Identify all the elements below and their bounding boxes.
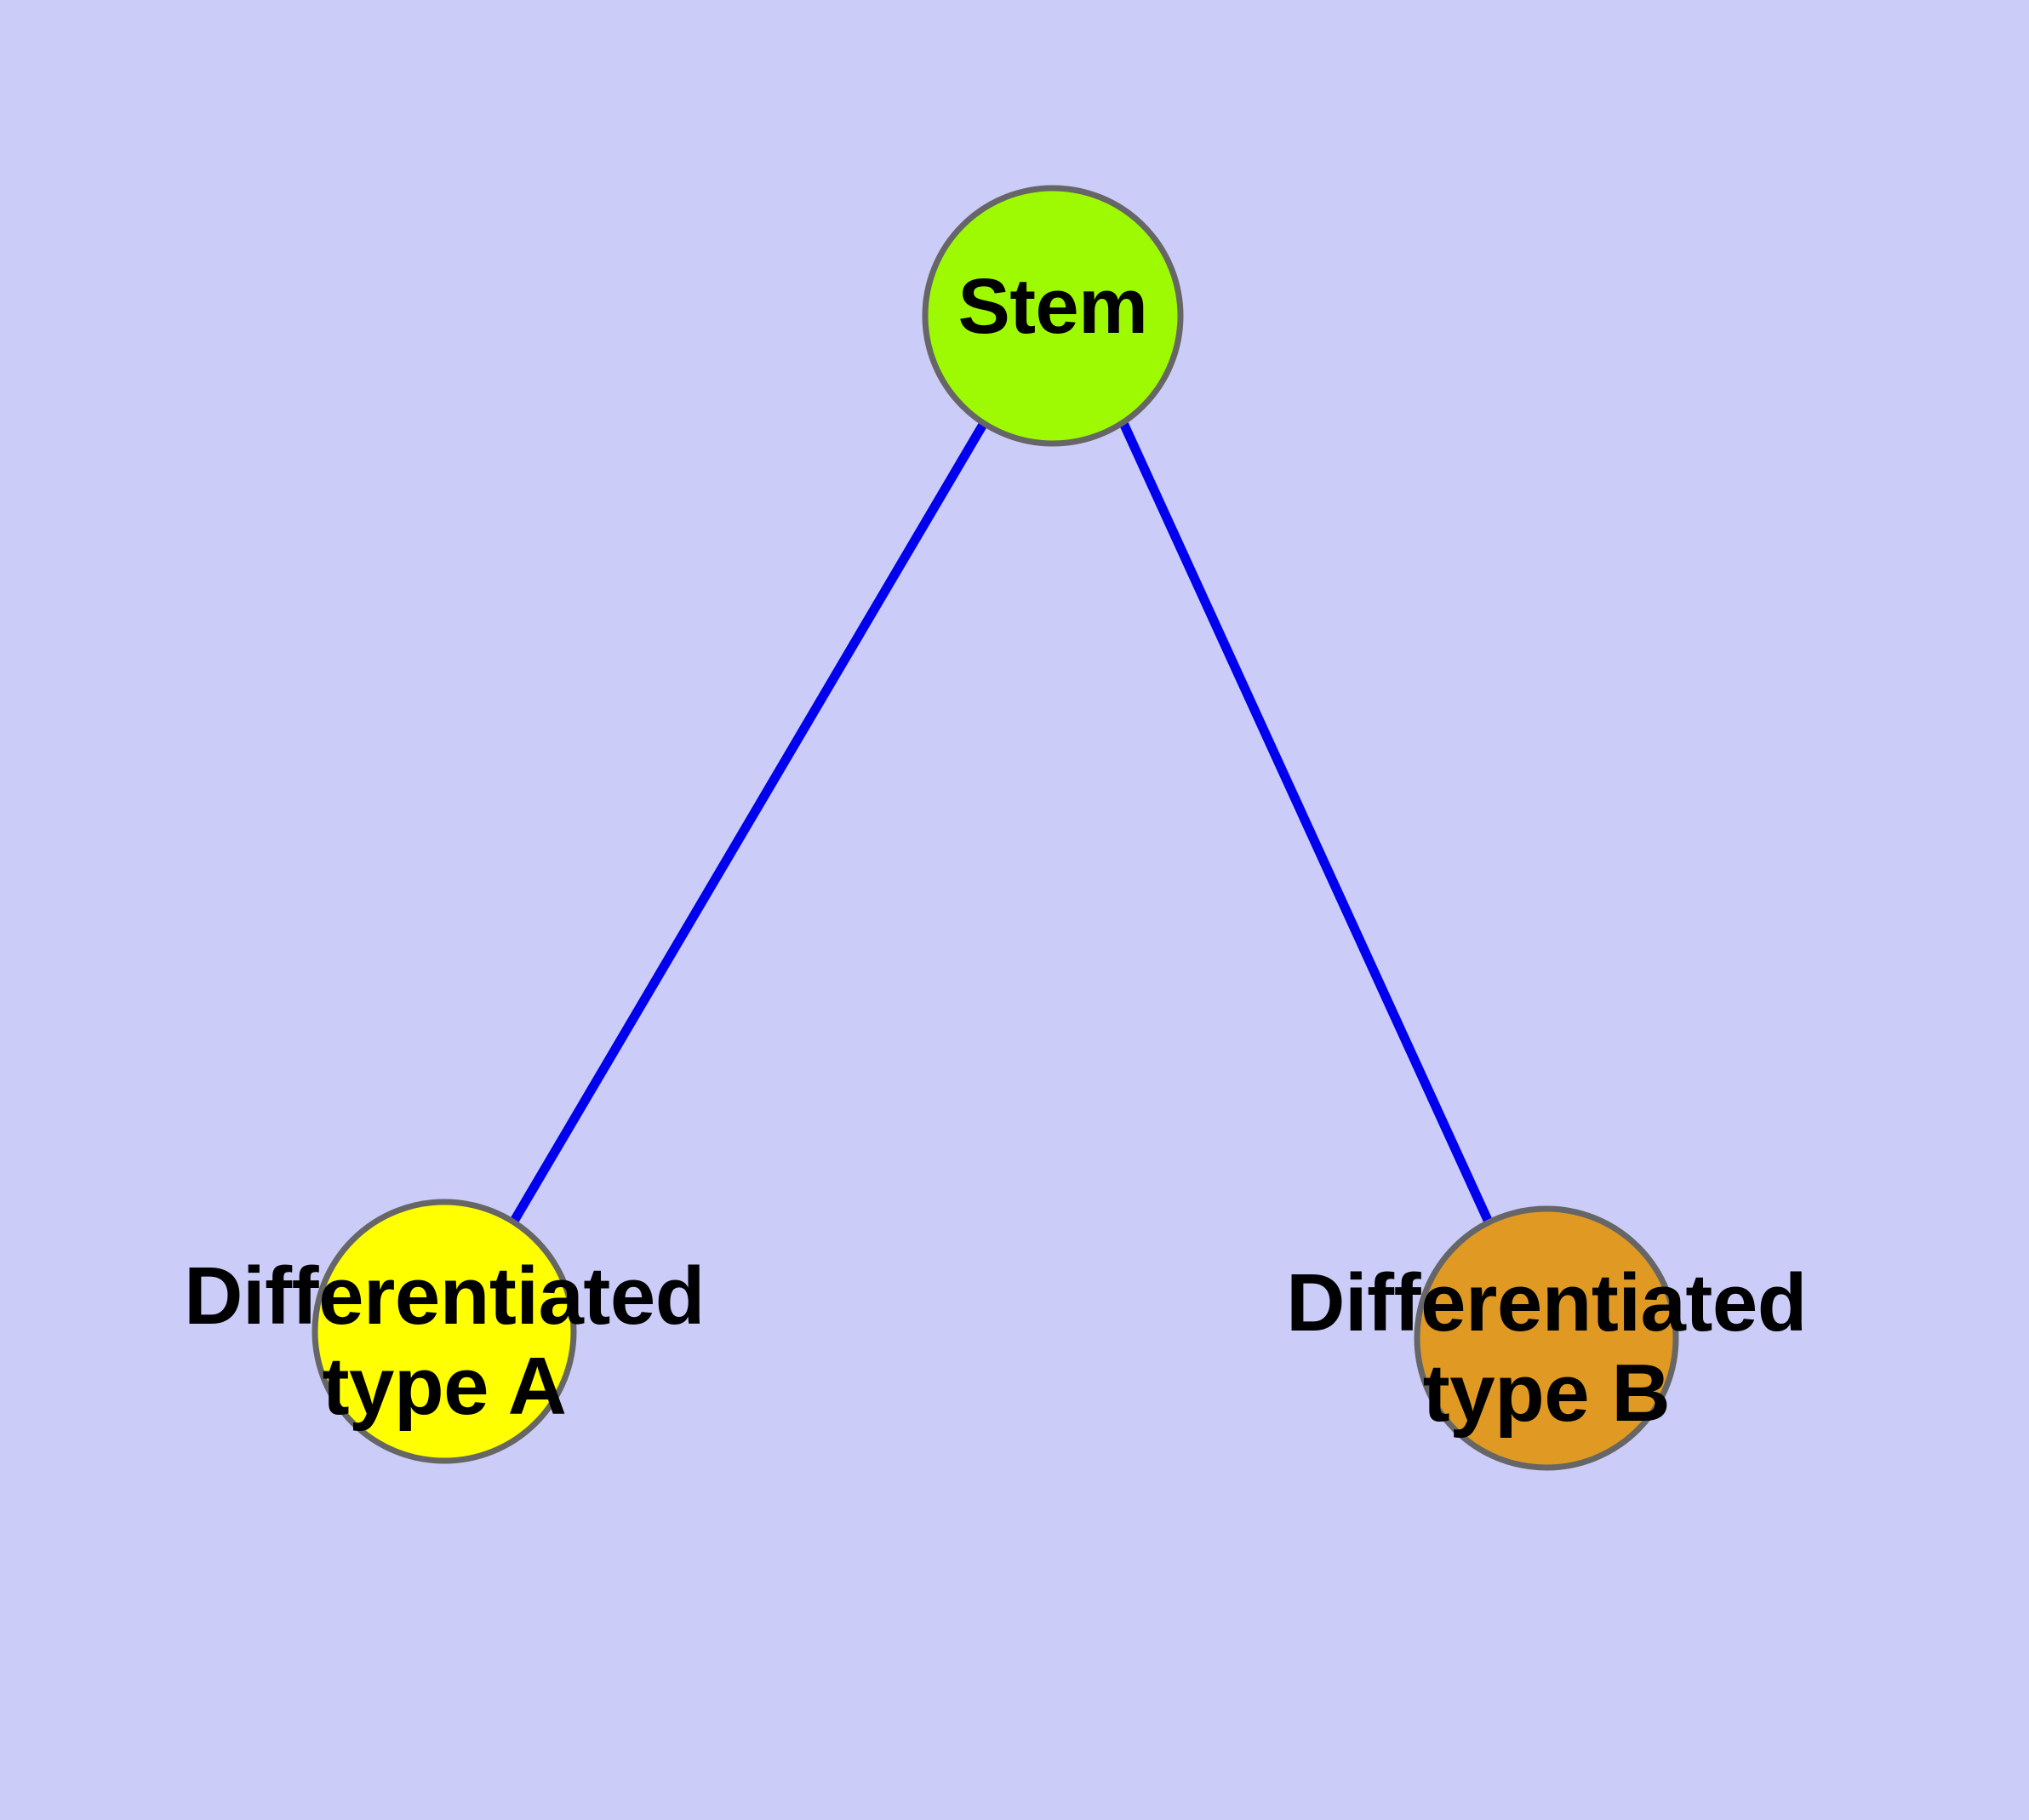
node-stem[interactable] bbox=[922, 185, 1184, 447]
node-type-b[interactable] bbox=[1414, 1205, 1679, 1471]
node-type-a[interactable] bbox=[311, 1199, 577, 1464]
edge-stem-to-type-b[interactable] bbox=[1118, 421, 1496, 1230]
edge-stem-to-type-a[interactable] bbox=[509, 421, 988, 1225]
